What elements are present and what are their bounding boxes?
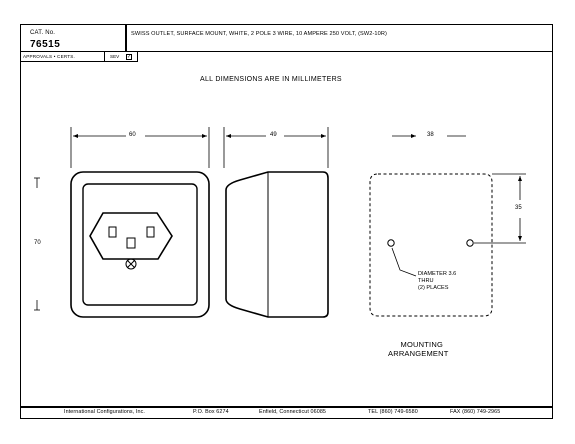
mount-hole-right [466,239,474,247]
front-height-dimension [34,177,40,311]
mount-width-label: 38 [427,132,434,138]
product-description: SWISS OUTLET, SURFACE MOUNT, WHITE, 2 PO… [131,31,387,37]
footer-divider [20,406,553,408]
front-view [70,171,210,318]
hole-callout: DIAMETER 3.6 THRU (2) PLACES [418,271,456,292]
approvals-divider [104,52,105,62]
footer-tel: TEL (860) 749-6580 [368,409,418,415]
mount-height-dimension [474,173,526,244]
callout-line-3: (2) PLACES [418,285,449,291]
footer-po-box: P.O. Box 6274 [193,409,229,415]
drawing-frame [20,24,553,419]
mounting-title-line-1: MOUNTING [400,340,443,349]
outlet-outer-body [70,171,210,318]
mounting-outline [369,173,493,317]
title-block-divider [125,24,127,52]
units-note: ALL DIMENSIONS ARE IN MILLIMETERS [200,76,342,83]
cat-label: CAT. No. [30,30,56,36]
footer-company: International Configurations, Inc. [64,409,146,415]
mount-height-label: 35 [515,205,522,211]
side-depth-label: 49 [270,132,277,138]
front-height-label: 70 [34,240,41,246]
catalog-number: 76515 [30,39,61,50]
callout-line-2: THRU [418,278,434,284]
outlet-side-profile [225,171,329,318]
pin-hole-right [146,226,155,238]
sev-label: SEV [110,54,120,59]
mount-hole-left [387,239,395,247]
side-depth-dimension [223,127,329,168]
footer-fax: FAX (860) 749-2965 [450,409,501,415]
socket-recess [89,212,173,260]
center-screw [125,258,137,270]
sev-checkbox: ✓ [126,53,132,60]
mounting-title: MOUNTING ARRANGEMENT [388,340,449,358]
footer-city: Enfield, Connecticut 06085 [259,409,327,415]
front-width-dimension [70,127,210,168]
outlet-face [82,183,198,306]
front-width-label: 60 [129,132,136,138]
title-block [20,24,553,52]
callout-line-1: DIAMETER 3.6 [418,271,457,277]
mounting-title-line-2: ARRANGEMENT [388,349,449,358]
callout-leader [391,247,417,277]
side-view [225,171,329,318]
pin-hole-left [108,226,117,238]
approvals-label: APPROVALS • CERTS. [23,54,76,59]
pin-hole-earth [126,237,136,249]
approvals-block [20,52,138,62]
